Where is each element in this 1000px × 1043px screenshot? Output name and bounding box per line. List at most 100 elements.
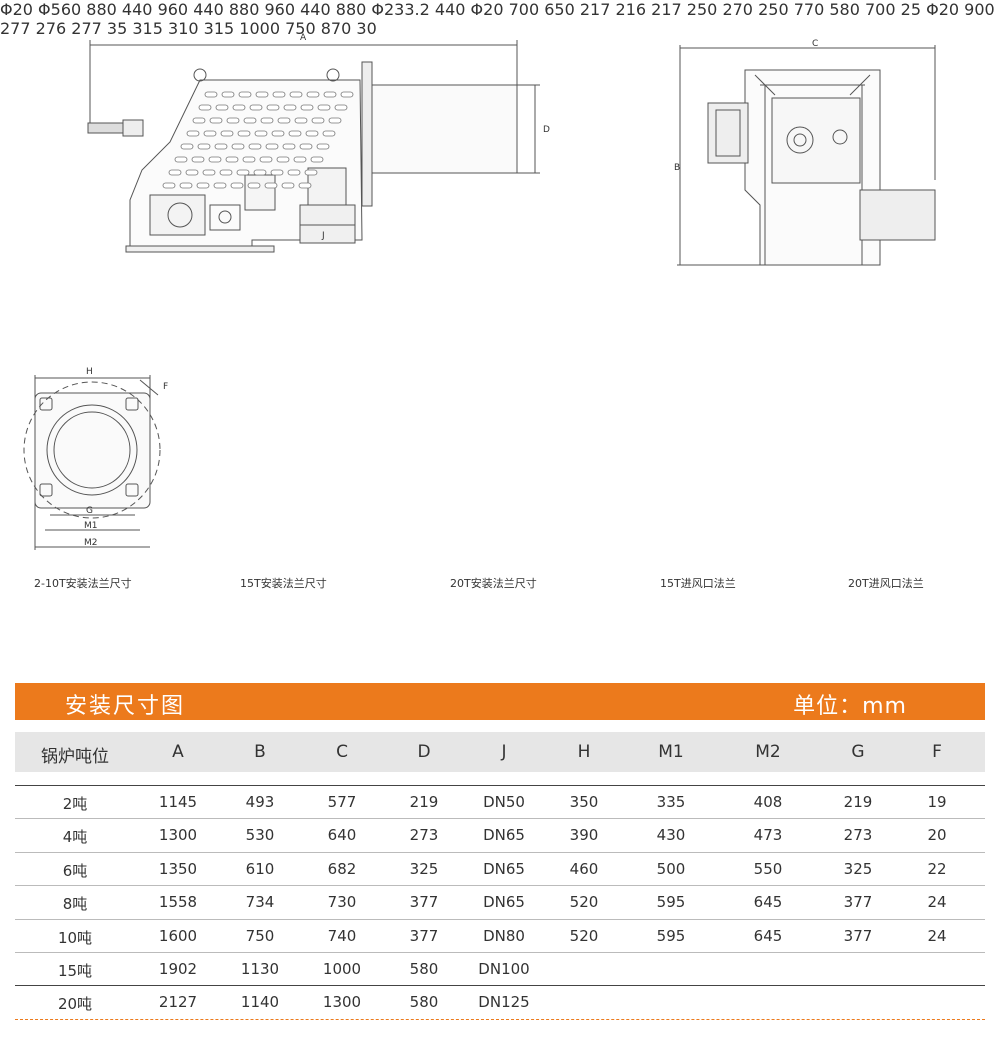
- label-15i-270: 270: [722, 0, 753, 19]
- vent-slot: [264, 182, 278, 189]
- table-cell: 1300: [322, 993, 362, 1012]
- vent-slot: [270, 169, 284, 176]
- label-20i-870: 870: [320, 19, 352, 38]
- row-divider: [15, 885, 985, 887]
- vent-slot: [192, 117, 206, 124]
- row-divider: [15, 818, 985, 820]
- vent-slot: [271, 130, 285, 137]
- table-cell: 473: [753, 826, 783, 845]
- vent-slot: [255, 91, 269, 98]
- table-cell: DN65: [483, 859, 525, 878]
- table-cell: 2127: [158, 993, 198, 1012]
- vent-slot: [238, 91, 252, 98]
- column-header: B: [254, 742, 266, 762]
- flange-2-10t: [23, 375, 161, 550]
- label-20t-440v: 440: [300, 0, 331, 19]
- vent-slot: [282, 143, 296, 150]
- vent-slot: [340, 91, 354, 98]
- burner-side-view: [87, 40, 540, 253]
- caption-2-10t-flange: 2-10T安装法兰尺寸: [34, 577, 132, 590]
- table-cell: 350: [569, 793, 599, 811]
- table-cell: 640: [327, 826, 357, 845]
- vent-slot: [179, 182, 193, 189]
- boiler-capacity-cell: 8吨: [62, 895, 88, 914]
- label-20i-1000: 1000: [239, 19, 281, 38]
- table-cell: 1000: [322, 960, 362, 978]
- table-cell: 1140: [240, 993, 280, 1012]
- table-cell: 520: [569, 893, 599, 912]
- vent-slot: [203, 130, 217, 137]
- table-cell: DN65: [483, 893, 525, 912]
- vent-slot: [306, 91, 320, 98]
- column-header: H: [577, 742, 591, 762]
- caption-15t-flange: 15T安装法兰尺寸: [240, 577, 327, 590]
- table-cell: 645: [753, 926, 783, 945]
- table-cell: 682: [327, 859, 357, 878]
- vent-slot: [185, 169, 199, 176]
- vent-slot: [316, 143, 330, 150]
- label-20i-35: 35: [106, 19, 128, 38]
- table-cell: 1558: [158, 893, 198, 912]
- vent-slot: [168, 169, 182, 176]
- vent-slot: [230, 182, 244, 189]
- table-cell: 610: [245, 859, 275, 878]
- table-cell: 390: [569, 826, 599, 845]
- label-15i-250a: 250: [686, 0, 718, 19]
- vent-slot: [266, 104, 280, 111]
- label-15i-770: 770: [793, 0, 825, 19]
- vent-slot: [311, 117, 325, 124]
- label-15t-960: 960: [157, 0, 189, 19]
- row-divider: [15, 1018, 985, 1020]
- table-cell: 493: [245, 793, 275, 811]
- table-cell: 408: [753, 793, 783, 811]
- row-divider: [15, 851, 985, 853]
- label-15i-217a: 217: [579, 0, 611, 19]
- table-cell: 595: [656, 926, 686, 945]
- label-15i-phi20: Φ20: [926, 0, 960, 19]
- label-15t-phi560: Φ560: [38, 0, 82, 19]
- label-15i-650: 650: [544, 0, 575, 19]
- boiler-capacity-cell: 20吨: [57, 995, 93, 1014]
- vent-slot: [293, 156, 307, 163]
- vent-slot: [232, 104, 246, 111]
- vent-slot: [287, 169, 301, 176]
- table-cell: 377: [843, 893, 873, 912]
- table-cell: 500: [656, 859, 686, 878]
- burner-front-view: [677, 45, 936, 266]
- vent-slot: [202, 169, 216, 176]
- table-cell: 273: [843, 826, 873, 845]
- table-cell: DN50: [483, 793, 525, 811]
- boiler-capacity-cell: 15吨: [57, 962, 93, 980]
- label-15i-25: 25: [900, 0, 921, 19]
- banner-unit: 单位：mm: [793, 694, 907, 719]
- vent-slot: [220, 130, 234, 137]
- label-15i-216: 216: [615, 0, 647, 19]
- table-cell: 430: [656, 826, 686, 845]
- vent-slot: [260, 117, 274, 124]
- table-cell: 1600: [158, 926, 198, 945]
- label-20t-phi20: Φ20: [470, 0, 504, 19]
- column-header: G: [851, 742, 865, 762]
- label-15i-700v: 700: [865, 0, 896, 19]
- caption-20t-flange: 20T安装法兰尺寸: [450, 577, 537, 590]
- vent-slot: [283, 104, 297, 111]
- column-header: J: [501, 742, 507, 762]
- boiler-capacity-cell: 10吨: [57, 928, 93, 947]
- column-header: A: [172, 742, 184, 762]
- table-cell: 377: [843, 926, 873, 945]
- column-header: C: [336, 742, 348, 762]
- burner-slots: [162, 91, 354, 189]
- table-cell: 750: [245, 926, 275, 945]
- label-20t-880v: 880: [335, 0, 367, 19]
- vent-slot: [276, 156, 290, 163]
- label-15t-phi20: Φ20: [0, 0, 33, 19]
- vent-slot: [277, 117, 291, 124]
- vent-slot: [310, 156, 324, 163]
- label-dim-d: D: [543, 125, 550, 135]
- label-dim-g: G: [86, 506, 93, 516]
- table-cell: 1145: [158, 793, 198, 811]
